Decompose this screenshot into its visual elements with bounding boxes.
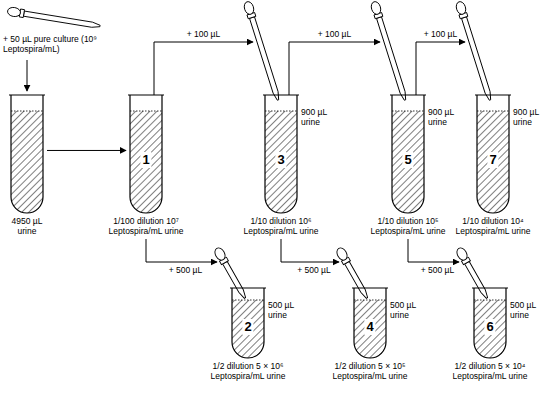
tube-number: 3 xyxy=(275,152,286,168)
transfer-volume: + 500 µL xyxy=(168,265,204,275)
tube-wall xyxy=(130,95,162,213)
tube-rim xyxy=(352,287,388,288)
transfer-volume: + 100 µL xyxy=(186,29,222,39)
tube-rim xyxy=(472,287,508,288)
dilution-label: 1/100 dilution 10⁷ Leptospira/mL urine xyxy=(104,216,188,236)
tube-number: 6 xyxy=(484,319,495,335)
volume-label: 500 µL urine xyxy=(510,300,550,320)
pipette-bulb xyxy=(7,7,21,18)
pipette xyxy=(7,7,101,31)
test-tube: 4950 µL urine xyxy=(11,95,43,213)
liquid-surface xyxy=(130,111,162,112)
urine-liquid xyxy=(392,111,424,213)
pipette-bulb xyxy=(370,0,382,15)
dilution-label: 1/10 dilution 10⁴ Leptospira/mL urine xyxy=(451,216,535,236)
tube-wall xyxy=(474,288,506,358)
tube-rim xyxy=(475,94,511,95)
liquid-surface xyxy=(474,300,506,301)
tube-number: 2 xyxy=(242,319,253,335)
dilution-label: 1/10 dilution 10⁶ Leptospira/mL urine xyxy=(239,216,323,236)
liquid-surface xyxy=(265,111,297,112)
pipette-bulb xyxy=(335,246,349,262)
dilution-label: 1/2 dilution 5 × 10⁴ Leptospira/mL urine xyxy=(442,361,538,381)
pipette-stem xyxy=(465,261,490,299)
pipette xyxy=(455,0,495,101)
tube-rim xyxy=(9,94,45,95)
tube-number: 7 xyxy=(487,152,498,168)
tube-rim xyxy=(263,94,299,95)
tube-wall xyxy=(265,95,297,213)
transfer-volume: + 100 µL xyxy=(423,29,459,39)
pipette-stem xyxy=(250,17,281,101)
volume-label: 900 µL urine xyxy=(428,107,468,127)
tube-number: 1 xyxy=(140,152,151,168)
liquid-surface xyxy=(392,111,424,112)
test-tube: 11/100 dilution 10⁷ Leptospira/mL urine xyxy=(130,95,162,213)
tube-wall xyxy=(232,288,264,358)
culture-arrow xyxy=(27,60,28,91)
transfer-arrow xyxy=(146,239,217,262)
pipette-stem xyxy=(345,261,370,299)
test-tube: 4500 µL urine1/2 dilution 5 × 10⁵ Leptos… xyxy=(354,288,386,358)
tube-number: 5 xyxy=(402,152,413,168)
test-tube: 5900 µL urine1/10 dilution 10⁵ Leptospir… xyxy=(392,95,424,213)
urine-liquid xyxy=(474,300,506,358)
pipette xyxy=(455,246,491,300)
volume-label: 500 µL urine xyxy=(390,300,430,320)
transfer-arrow xyxy=(408,239,459,262)
pipette xyxy=(335,246,371,300)
liquid-surface xyxy=(477,111,509,112)
transfer-arrow xyxy=(47,150,126,151)
transfer-volume: + 100 µL xyxy=(317,29,353,39)
test-tube: 3900 µL urine1/10 dilution 10⁶ Leptospir… xyxy=(265,95,297,213)
tube-wall xyxy=(392,95,424,213)
transfer-arrow xyxy=(289,42,380,95)
pipette xyxy=(370,0,410,101)
dilution-label: 4950 µL urine xyxy=(4,216,50,236)
volume-label: 900 µL urine xyxy=(513,107,550,127)
tube-outline xyxy=(11,95,43,213)
tube-rim xyxy=(230,287,266,288)
liquid-surface xyxy=(11,111,43,112)
liquid-surface xyxy=(354,300,386,301)
urine-liquid xyxy=(11,111,43,213)
transfer-volume: + 500 µL xyxy=(296,265,332,275)
tube-rim xyxy=(390,94,426,95)
pipette-stem xyxy=(23,11,100,29)
dilution-label: 1/10 dilution 10⁵ Leptospira/mL urine xyxy=(366,216,450,236)
tube-wall xyxy=(354,288,386,358)
culture-note: + 50 µL pure culture (10⁹ Leptospira/mL) xyxy=(3,34,113,54)
pipette xyxy=(213,246,249,300)
tube-number: 4 xyxy=(364,319,375,335)
pipette xyxy=(243,0,283,101)
test-tube: 7900 µL urine1/10 dilution 10⁴ Leptospir… xyxy=(477,95,509,213)
dilution-label: 1/2 dilution 5 × 10⁵ Leptospira/mL urine xyxy=(322,361,418,381)
pipette-bulb xyxy=(455,246,469,262)
tube-wall xyxy=(11,95,43,213)
urine-liquid xyxy=(477,111,509,213)
transfer-arrow xyxy=(281,239,339,262)
urine-liquid xyxy=(232,300,264,358)
pipette-bulb xyxy=(243,0,255,15)
pipette-bulb xyxy=(455,0,467,15)
urine-liquid xyxy=(265,111,297,213)
pipette-stem xyxy=(462,17,493,101)
urine-liquid xyxy=(130,111,162,213)
pipette-bulb xyxy=(213,246,227,262)
dilution-label: 1/2 dilution 5 × 10⁶ Leptospira/mL urine xyxy=(200,361,296,381)
liquid-surface xyxy=(232,300,264,301)
urine-liquid xyxy=(354,300,386,358)
volume-label: 500 µL urine xyxy=(268,300,308,320)
pipette-stem xyxy=(377,17,408,101)
test-tube: 6500 µL urine1/2 dilution 5 × 10⁴ Leptos… xyxy=(474,288,506,358)
test-tube: 2500 µL urine1/2 dilution 5 × 10⁶ Leptos… xyxy=(232,288,264,358)
volume-label: 900 µL urine xyxy=(301,107,341,127)
pipette-stem xyxy=(223,261,248,299)
tube-rim xyxy=(128,94,164,95)
tube-wall xyxy=(477,95,509,213)
transfer-arrow xyxy=(416,42,465,95)
transfer-arrow xyxy=(154,42,253,95)
transfer-volume: + 500 µL xyxy=(420,265,456,275)
